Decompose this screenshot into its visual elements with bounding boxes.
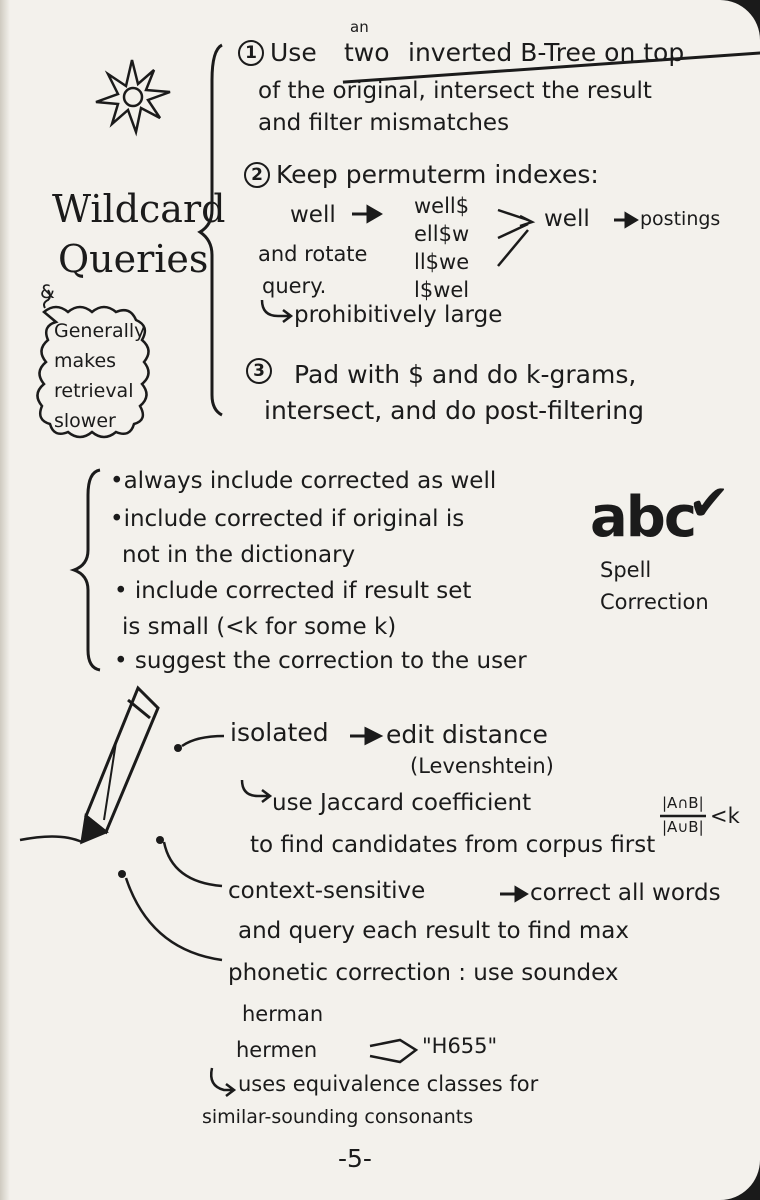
- item2-and-rotate: and rotate: [258, 242, 368, 266]
- rotation-1: well$: [414, 194, 470, 218]
- example-herman: herman: [242, 1002, 324, 1026]
- and-query-each: and query each result to find max: [238, 918, 629, 944]
- note-line-3: retrieval: [54, 380, 134, 402]
- abc-logo: abc: [590, 485, 697, 550]
- jaccard-numerator: |A∩B|: [662, 794, 704, 812]
- item2-postings: postings: [640, 208, 721, 230]
- spell-item-3: • include corrected if result set: [114, 578, 472, 604]
- item2-prohibitive: prohibitively large: [294, 302, 503, 328]
- note-line-2: makes: [54, 350, 117, 372]
- ampersand-mark: &: [40, 281, 55, 303]
- item3-number: 3: [246, 358, 272, 384]
- item1-use: Use: [270, 38, 317, 67]
- note-line-1: Generally: [54, 320, 146, 342]
- item1-struck: two: [344, 40, 760, 65]
- pencil-icon: [19, 685, 160, 845]
- spell-item-2: •include corrected if original is: [110, 506, 465, 532]
- find-candidates: to find candidates from corpus first: [250, 832, 656, 858]
- soundex-code: "H655": [422, 1034, 498, 1058]
- isolated-label: isolated: [230, 718, 329, 747]
- levenshtein-label: (Levenshtein): [410, 754, 554, 778]
- edit-distance-label: edit distance: [386, 720, 548, 749]
- item1-line2: of the original, intersect the result: [258, 78, 652, 104]
- page-binding: [0, 0, 10, 1200]
- jaccard-threshold: <k: [710, 804, 740, 828]
- page-number: -5-: [338, 1144, 372, 1173]
- spell-item-4: • suggest the correction to the user: [114, 648, 527, 674]
- item2-target: well: [544, 206, 590, 232]
- correct-all-words: correct all words: [530, 880, 721, 906]
- spell-item-1: •always include corrected as well: [110, 468, 497, 494]
- jaccard-label: use Jaccard coefficient: [272, 790, 532, 816]
- item1-rest: inverted B-Tree on top: [408, 38, 685, 67]
- item3-line1: Pad with $ and do k-grams,: [294, 360, 637, 389]
- checkmark-icon: ✔: [688, 474, 730, 532]
- uses-equivalence: uses equivalence classes for: [238, 1072, 539, 1096]
- context-sensitive-label: context-sensitive: [228, 878, 426, 904]
- item3-line2: intersect, and do post-filtering: [264, 396, 645, 425]
- item1-number: 1: [238, 40, 264, 66]
- item1-line3: and filter mismatches: [258, 110, 510, 136]
- spell-item-3b: is small (<k for some k): [122, 614, 397, 640]
- spell-label-2: Correction: [600, 590, 709, 614]
- item2-number: 2: [244, 162, 270, 188]
- rotation-4: l$wel: [414, 278, 470, 302]
- jaccard-denominator: |A∪B|: [662, 818, 704, 836]
- similar-sounding: similar-sounding consonants: [202, 1106, 474, 1128]
- note-line-4: slower: [54, 410, 116, 432]
- item1-inserted: an: [350, 18, 369, 36]
- example-hermen: hermen: [236, 1038, 318, 1062]
- item2-line1: Keep permuterm indexes:: [276, 160, 599, 189]
- sparkle-icon: [95, 59, 171, 137]
- spell-item-2b: not in the dictionary: [122, 542, 356, 568]
- item2-word: well: [290, 202, 336, 228]
- wildcard-title-line2: Queries: [58, 237, 209, 281]
- spell-label-1: Spell: [600, 558, 652, 582]
- spell-brace: [69, 468, 101, 672]
- phonetic-label: phonetic correction : use soundex: [228, 960, 619, 986]
- wildcard-title-line1: Wildcard: [52, 187, 226, 231]
- rotation-2: ell$w: [414, 222, 470, 246]
- item2-query: query.: [262, 274, 327, 298]
- rotation-3: ll$we: [414, 250, 470, 274]
